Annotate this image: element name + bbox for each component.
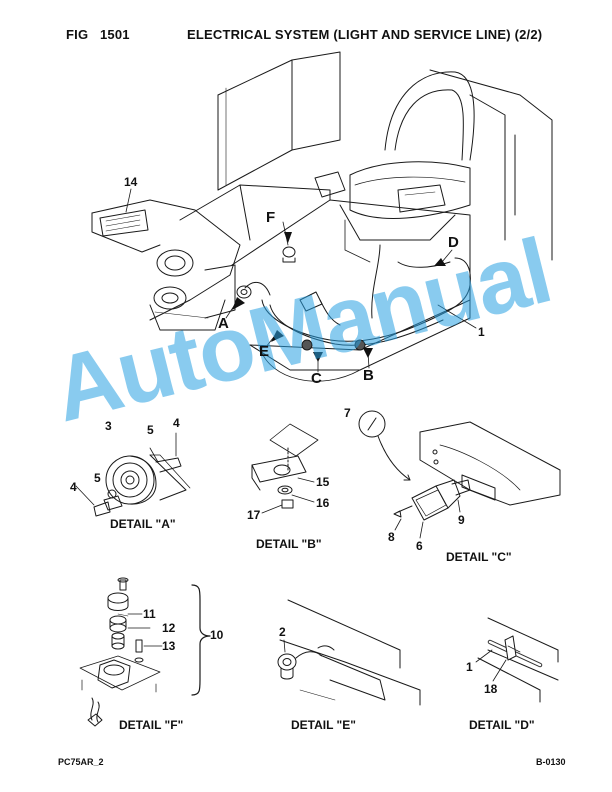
callout-part-7: 7 [344,406,351,420]
detail-letter-f: F [266,209,276,226]
detail-letter-b: B [363,367,374,384]
callout-part-5-upper: 5 [147,423,154,437]
figure-label: FIG [66,27,89,42]
machine-main-view [91,51,553,382]
callout-part-4-upper: 4 [173,416,180,430]
detail-d-caption: DETAIL "D" [469,718,535,732]
callout-part-18: 18 [484,682,498,696]
detail-letter-d: D [448,234,459,251]
main-view-arrowheads [232,232,446,362]
callout-part-15: 15 [316,475,330,489]
callout-part-3: 3 [105,419,112,433]
callout-part-16: 16 [316,496,330,510]
detail-a-caption: DETAIL "A" [110,517,176,531]
callout-part-4-lower: 4 [70,480,77,494]
callout-part-11: 11 [143,607,156,621]
detail-letter-e: E [259,343,270,360]
model-code: PC75AR_2 [58,757,104,767]
detail-d-drawing [475,617,559,703]
callout-part-13: 13 [162,639,176,653]
detail-f-drawing [79,577,211,727]
callout-part-9: 9 [458,513,465,527]
page-title: ELECTRICAL SYSTEM (LIGHT AND SERVICE LIN… [187,27,543,42]
detail-c-caption: DETAIL "C" [446,550,512,564]
callout-part-1-main: 1 [478,325,485,339]
figure-number: 1501 [100,27,130,42]
callout-part-17: 17 [247,508,261,522]
callout-part-1-detail-d: 1 [466,660,473,674]
callout-part-14: 14 [124,175,138,189]
callout-part-5-lower: 5 [94,471,101,485]
detail-e-drawing [277,599,421,706]
detail-b-drawing [251,423,319,514]
callout-part-8: 8 [388,530,395,544]
callout-part-6: 6 [416,539,423,553]
callout-part-10: 10 [210,628,224,642]
detail-b-caption: DETAIL "B" [256,537,322,551]
detail-c-drawing [358,410,561,539]
detail-letter-a: A [218,315,229,332]
detail-letter-c: C [311,370,322,387]
callout-part-12: 12 [162,621,176,635]
page-code: B-0130 [536,757,566,767]
detail-f-caption: DETAIL "F" [119,718,184,732]
detail-e-caption: DETAIL "E" [291,718,356,732]
detail-a-drawing [75,432,191,517]
callout-part-2: 2 [279,625,286,639]
